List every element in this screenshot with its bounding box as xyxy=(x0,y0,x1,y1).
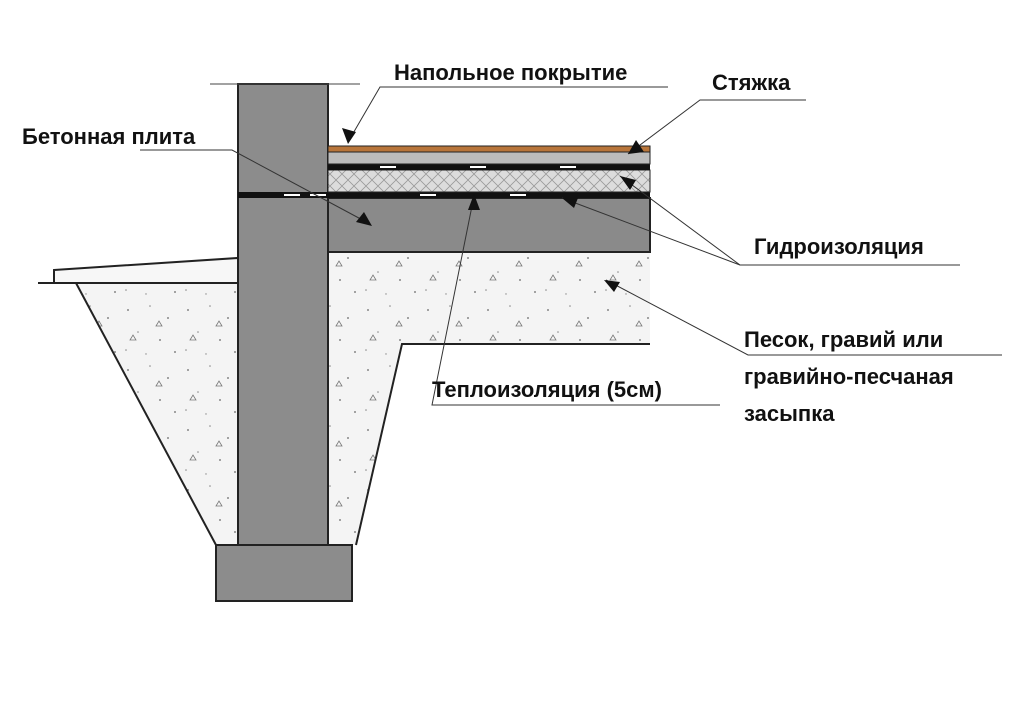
label-insulation: Теплоизоляция (5см) xyxy=(432,377,662,402)
blind-area xyxy=(38,256,240,284)
leader-lines xyxy=(140,86,1002,406)
backfill-under-slab xyxy=(328,252,650,546)
thermal-insulation xyxy=(327,169,651,193)
backfill-outside xyxy=(75,282,238,546)
floor-covering xyxy=(327,145,651,153)
waterproofing-upper xyxy=(328,164,650,170)
concrete-slab xyxy=(327,197,651,253)
label-floor-covering: Напольное покрытие xyxy=(394,60,627,85)
arrowheads xyxy=(342,128,644,292)
waterproofing-lower xyxy=(238,192,650,198)
label-screed: Стяжка xyxy=(712,70,791,95)
label-backfill-line2: гравийно-песчаная xyxy=(744,364,954,389)
label-backfill-line1: Песок, гравий или xyxy=(744,327,943,352)
label-waterproofing: Гидроизоляция xyxy=(754,234,924,259)
label-concrete-slab: Бетонная плита xyxy=(22,124,196,149)
screed xyxy=(327,151,651,165)
footing xyxy=(215,544,353,602)
foundation-wall xyxy=(237,83,329,546)
label-backfill-line3: засыпка xyxy=(744,401,835,426)
